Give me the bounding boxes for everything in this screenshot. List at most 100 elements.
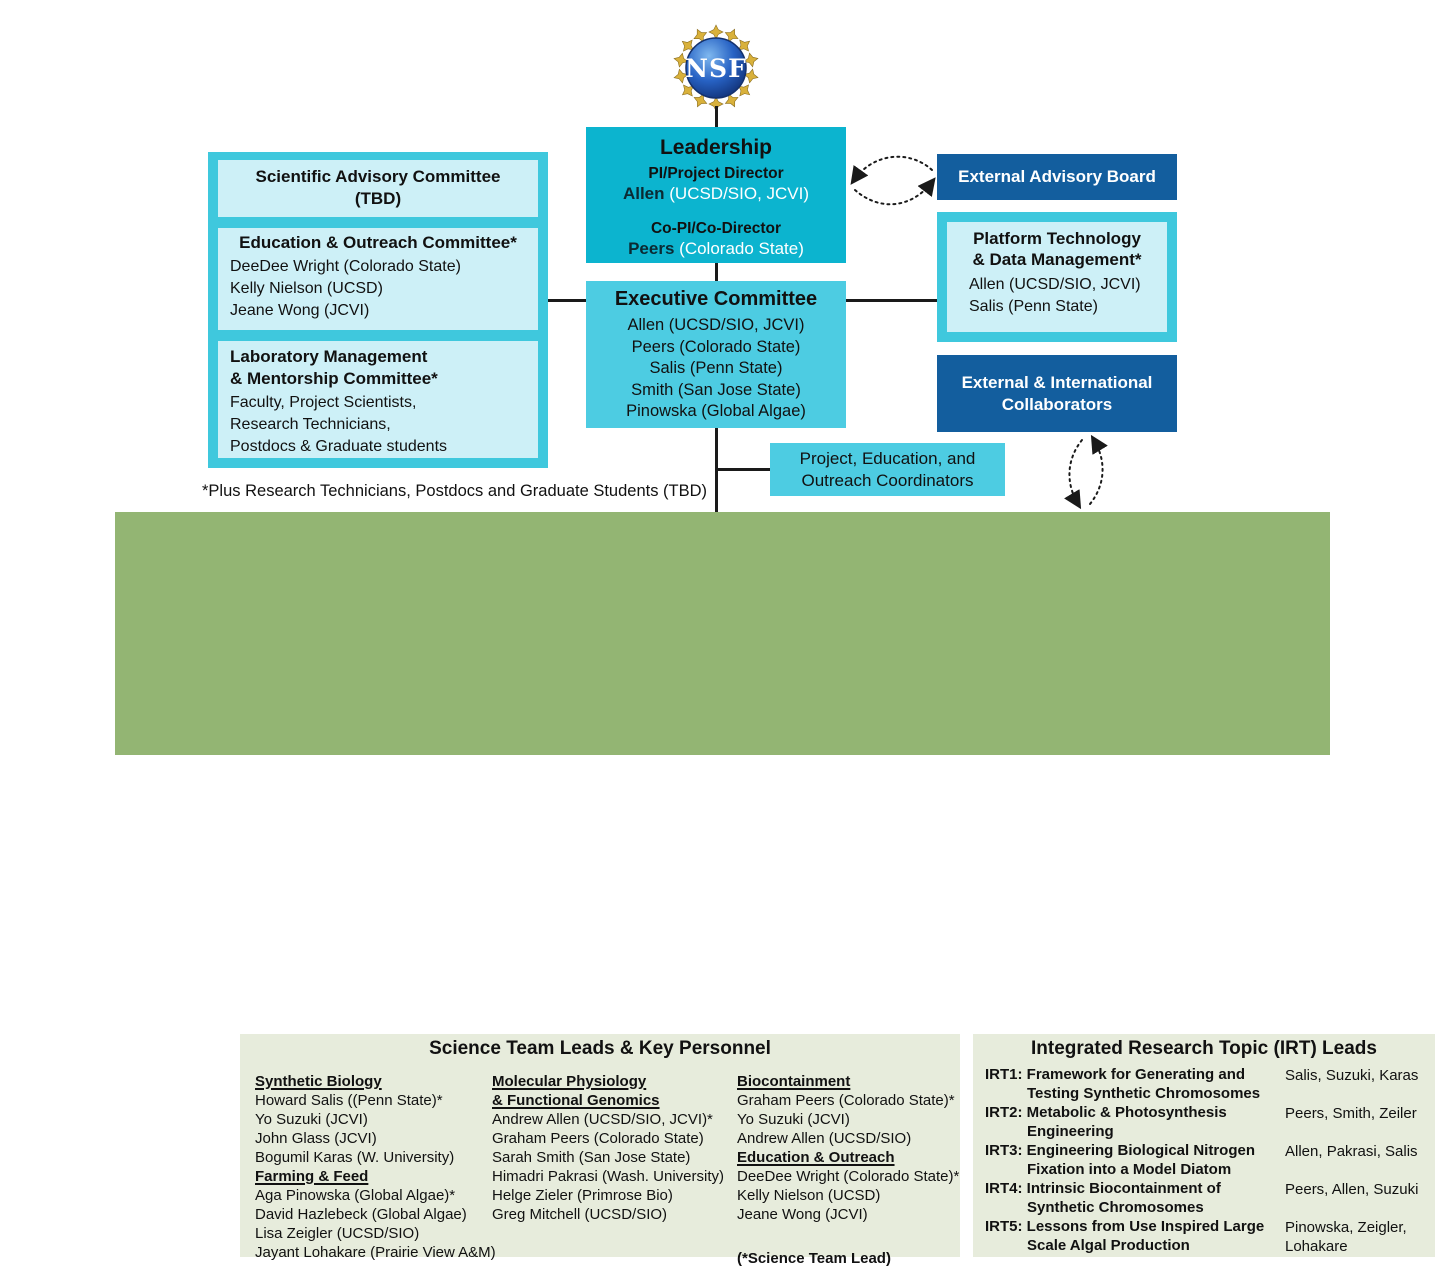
irt-leads: Peers, Allen, Suzuki	[1285, 1181, 1419, 1198]
connector-leadership-executive	[715, 263, 718, 281]
irt-topic: IRT5: Lessons from Use Inspired Large Sc…	[985, 1218, 1265, 1254]
leadership-title: Leadership	[659, 136, 773, 159]
irt-rows: IRT1: Framework for Generating and Testi…	[985, 1066, 1425, 1257]
science-member: Sarah Smith (San Jose State)	[492, 1149, 691, 1166]
science-member: Andrew Allen (UCSD/SIO)	[737, 1130, 912, 1147]
leadership-role-1: PI/Project Director	[648, 165, 784, 182]
coordinators-line2: Outreach Coordinators	[801, 470, 974, 490]
laboratory-management-committee-box: Laboratory Management & Mentorship Commi…	[218, 341, 538, 458]
science-member: Yo Suzuki (JCVI)	[255, 1111, 368, 1128]
bottom-panels-container: Science Team Leads & Key Personnel Synth…	[115, 512, 1435, 1267]
science-member: DeeDee Wright (Colorado State)*	[737, 1168, 960, 1185]
science-group-heading: Farming & Feed	[255, 1168, 369, 1185]
science-member: Bogumil Karas (W. University)	[255, 1149, 455, 1166]
eoc-member: DeeDee Wright (Colorado State)	[230, 258, 461, 275]
irt-topic: IRT4: Intrinsic Biocontainment of Synthe…	[985, 1180, 1221, 1216]
executive-committee-members: Allen (UCSD/SIO, JCVI) Peers (Colorado S…	[586, 315, 846, 423]
nsf-logo-icon: NSF	[672, 24, 760, 112]
platform-member: Salis (Penn State)	[969, 297, 1098, 315]
connector-logo-leadership	[715, 106, 718, 127]
leadership-role-2: Co-PI/Co-Director	[650, 220, 782, 237]
sac-title-line2: (TBD)	[354, 189, 402, 208]
irt-row: IRT1: Framework for Generating and Testi…	[985, 1066, 1425, 1103]
science-member: Jeane Wong (JCVI)	[737, 1206, 868, 1223]
science-group-heading: Education & Outreach	[737, 1149, 895, 1166]
lmc-title-line1: Laboratory Management	[230, 347, 428, 366]
science-member: Aga Pinowska (Global Algae)*	[255, 1187, 456, 1204]
leadership-member-2: Peers (Colorado State)	[586, 239, 846, 259]
leadership-affiliation-2: (Colorado State)	[679, 239, 804, 258]
irt-leads: Allen, Pakrasi, Salis	[1285, 1143, 1418, 1160]
nsf-label: NSF	[685, 54, 747, 83]
platform-member: Allen (UCSD/SIO, JCVI)	[969, 276, 1141, 293]
scientific-advisory-committee-box: Scientific Advisory Committee (TBD)	[218, 160, 538, 217]
executive-member: Pinowska (Global Algae)	[626, 402, 806, 420]
science-group-heading: Biocontainment	[737, 1073, 851, 1090]
irt-row: IRT2: Metabolic & Photosynthesis Enginee…	[985, 1104, 1425, 1141]
executive-member: Allen (UCSD/SIO, JCVI)	[627, 316, 805, 334]
leadership-affiliation-1: (UCSD/SIO, JCVI)	[669, 184, 810, 203]
science-member: Graham Peers (Colorado State)*	[737, 1092, 955, 1109]
science-group-heading: Molecular Physiology	[492, 1073, 647, 1090]
science-member: Greg Mitchell (UCSD/SIO)	[492, 1206, 668, 1223]
irt-row: IRT5: Lessons from Use Inspired Large Sc…	[985, 1218, 1425, 1256]
nsf-globe	[685, 37, 747, 99]
science-team-title: Science Team Leads & Key Personnel	[429, 1038, 771, 1059]
science-team-panel: Science Team Leads & Key Personnel Synth…	[240, 1034, 960, 1267]
platform-title-line1: Platform Technology	[973, 229, 1141, 248]
irt-topic: IRT3: Engineering Biological Nitrogen Fi…	[985, 1142, 1256, 1178]
education-outreach-committee-box: Education & Outreach Committee* DeeDee W…	[218, 228, 538, 330]
irt-leads: Salis, Suzuki, Karas	[1285, 1067, 1419, 1084]
collaborators-line1: External & International	[961, 372, 1153, 392]
science-member: Lisa Zeigler (UCSD/SIO)	[255, 1225, 420, 1242]
leadership-box: Leadership PI/Project Director Allen (UC…	[586, 127, 846, 263]
sac-title-line1: Scientific Advisory Committee	[255, 167, 501, 186]
executive-committee-title: Executive Committee	[614, 288, 818, 310]
coordinators-box: Project, Education, and Outreach Coordin…	[770, 443, 1005, 496]
science-member: David Hazlebeck (Global Algae)	[255, 1206, 467, 1223]
lmc-title-line2: & Mentorship Committee*	[230, 369, 438, 388]
science-member: Himadri Pakrasi (Wash. University)	[492, 1168, 724, 1185]
science-member: Kelly Nielson (UCSD)	[737, 1187, 881, 1204]
irt-title: Integrated Research Topic (IRT) Leads	[1031, 1038, 1377, 1059]
science-member: Andrew Allen (UCSD/SIO, JCVI)*	[492, 1111, 713, 1128]
irt-topic: IRT2: Metabolic & Photosynthesis Enginee…	[985, 1104, 1227, 1140]
irt-row: IRT3: Engineering Biological Nitrogen Fi…	[985, 1142, 1425, 1179]
executive-member: Smith (San Jose State)	[631, 380, 801, 399]
eoc-member: Kelly Nielson (UCSD)	[230, 280, 383, 297]
science-member: Graham Peers (Colorado State)	[492, 1130, 704, 1147]
science-group-heading: & Functional Genomics	[492, 1092, 660, 1109]
science-team-column-1: Synthetic Biology Howard Salis ((Penn St…	[255, 1072, 497, 1262]
dotted-arrows-collaborators-irt	[1064, 434, 1108, 510]
eoc-member: Jeane Wong (JCVI)	[230, 302, 370, 319]
science-member: Helge Zieler (Primrose Bio)	[492, 1187, 673, 1204]
lmc-member: Postdocs & Graduate students	[230, 438, 448, 455]
nsf-logo: NSF	[665, 24, 767, 112]
science-member: Yo Suzuki (JCVI)	[737, 1111, 850, 1128]
executive-committee-box: Executive Committee Allen (UCSD/SIO, JCV…	[586, 281, 846, 428]
irt-topic: IRT1: Framework for Generating and Testi…	[985, 1066, 1261, 1102]
committees-footnote: *Plus Research Technicians, Postdocs and…	[202, 482, 708, 500]
science-member: Jayant Lohakare (Prairie View A&M)	[255, 1244, 496, 1261]
connector-executive-coordinators	[716, 468, 770, 471]
collaborators-line2: Collaborators	[1001, 394, 1113, 414]
leadership-name-1: Allen	[622, 184, 665, 203]
eoc-title: Education & Outreach Committee*	[239, 233, 517, 252]
lmc-member: Research Technicians,	[230, 416, 391, 433]
lmc-member: Faculty, Project Scientists,	[230, 394, 417, 411]
connector-executive-platform	[846, 299, 937, 302]
platform-technology-box: Platform Technology & Data Management* A…	[947, 222, 1167, 332]
science-team-footnote: (*Science Team Lead)	[737, 1250, 891, 1267]
platform-members: Allen (UCSD/SIO, JCVI) Salis (Penn State…	[947, 274, 1167, 317]
eoc-members: DeeDee Wright (Colorado State) Kelly Nie…	[218, 256, 538, 322]
science-member: Howard Salis ((Penn State)*	[255, 1092, 443, 1109]
science-member: John Glass (JCVI)	[255, 1130, 377, 1147]
external-international-collaborators-box: External & International Collaborators	[937, 355, 1177, 432]
connector-committees-executive	[548, 299, 586, 302]
irt-leads: Peers, Smith, Zeiler	[1285, 1105, 1417, 1122]
science-team-column-3: Biocontainment Graham Peers (Colorado St…	[737, 1072, 960, 1268]
executive-member: Salis (Penn State)	[649, 359, 783, 377]
science-team-column-2: Molecular Physiology & Functional Genomi…	[492, 1072, 734, 1224]
leadership-member-1: Allen (UCSD/SIO, JCVI)	[586, 184, 846, 204]
leadership-name-2: Peers	[628, 239, 675, 258]
